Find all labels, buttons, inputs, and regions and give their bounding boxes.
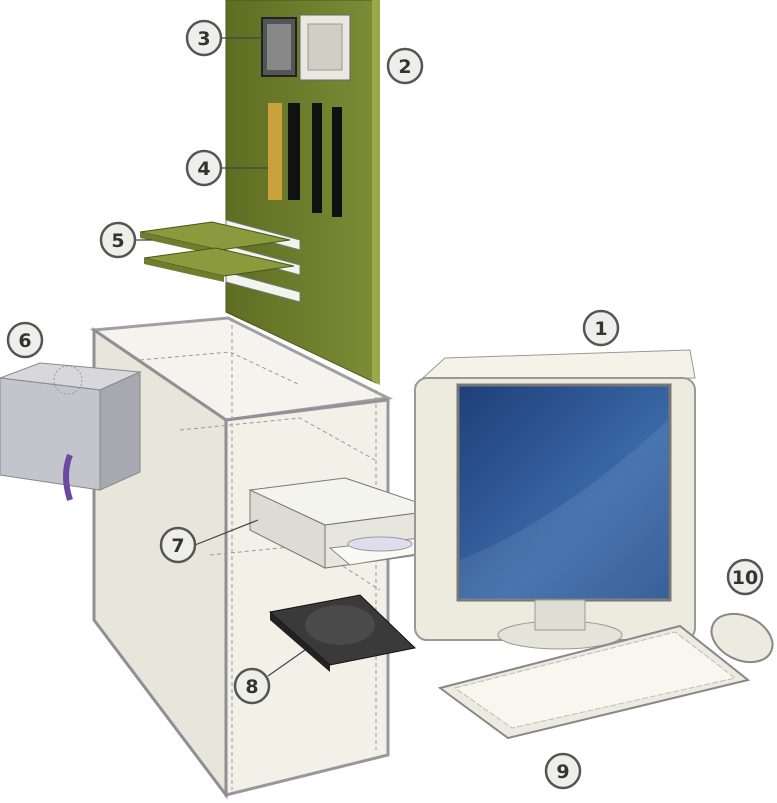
optical-drive [248, 477, 453, 569]
callout-number: 9 [556, 761, 569, 783]
callout-number: 10 [732, 567, 758, 589]
motherboard [225, 0, 380, 385]
callout-circle [582, 309, 620, 347]
callout-circle [185, 19, 223, 57]
callout-number: 6 [18, 330, 31, 352]
callout-circle [185, 149, 223, 187]
callout-circle [726, 558, 764, 596]
callout-number: 3 [197, 28, 210, 50]
keyboard [437, 624, 751, 740]
expansion-cards [139, 221, 295, 282]
callout-number: 1 [594, 318, 607, 340]
ram-slots [268, 103, 342, 217]
callout-optical-drive: 7 [159, 526, 197, 564]
callout-hard-drive: 8 [233, 667, 271, 705]
callout-keyboard: 9 [544, 752, 582, 790]
callout-circle [233, 667, 271, 705]
callout-mouse: 10 [726, 558, 764, 596]
callout-expansion-cards: 5 [99, 221, 137, 259]
mouse [710, 612, 774, 664]
callout-circle [99, 221, 137, 259]
callout-power-supply: 6 [6, 321, 44, 359]
callout-number: 4 [197, 158, 210, 180]
callout-number: 8 [245, 676, 258, 698]
callout-circle [6, 321, 44, 359]
power-supply [0, 362, 142, 501]
monitor-screen [456, 383, 672, 602]
callout-circle [386, 47, 424, 85]
callout-number: 5 [111, 230, 124, 252]
callout-cpu: 3 [185, 19, 223, 57]
callout-number: 7 [171, 535, 184, 557]
callout-motherboard: 2 [386, 47, 424, 85]
callout-circle [159, 526, 197, 564]
callout-monitor: 1 [582, 309, 620, 347]
callout-circle [544, 752, 582, 790]
hard-drive [268, 594, 417, 672]
callout-number: 2 [398, 56, 411, 78]
monitor [413, 349, 696, 650]
callout-ram: 4 [185, 149, 223, 187]
